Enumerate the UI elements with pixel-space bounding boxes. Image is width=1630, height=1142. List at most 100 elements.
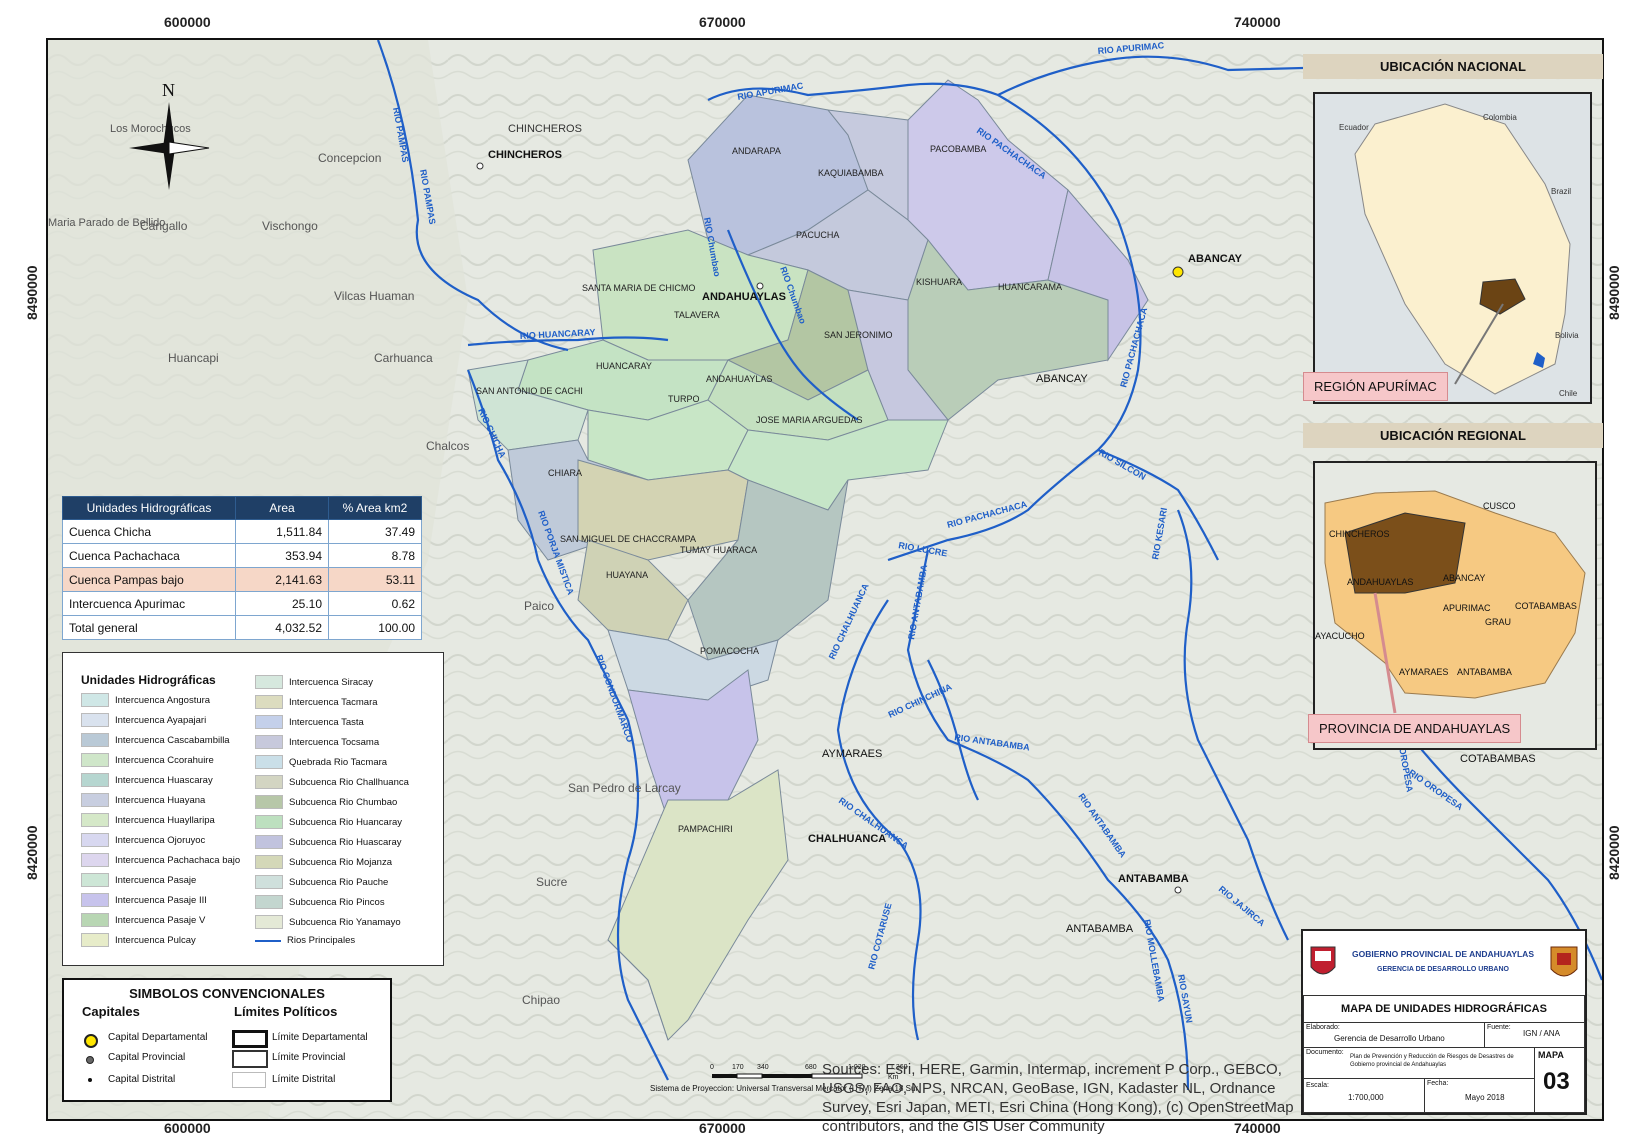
legend-item: Intercuenca Pachachaca bajo <box>81 853 240 867</box>
label-colombia: Colombia <box>1483 113 1517 122</box>
national-location-header: UBICACIÓN NACIONAL <box>1303 54 1603 79</box>
river-huancaray <box>467 336 669 347</box>
table-row: Cuenca Chicha 1,511.84 37.49 <box>62 519 422 544</box>
legend-item: Intercuenca Cascabambilla <box>81 733 230 747</box>
river-apurimac <box>707 55 1602 101</box>
coord-left-2: 8420000 <box>24 825 40 880</box>
coord-bottom-2: 670000 <box>699 1120 746 1136</box>
place-concepcion: Concepcion <box>318 151 381 165</box>
legend-swatch <box>81 913 109 927</box>
label-aymaraes-region: AYMARAES <box>1399 667 1448 677</box>
legend-swatch <box>255 875 283 889</box>
legend-label: Intercuenca Huascaray <box>115 774 213 786</box>
projection-note: Sistema de Proyeccion: Universal Transve… <box>650 1084 919 1093</box>
label-ayacucho: AYACUCHO <box>1315 631 1365 641</box>
unit-label-talavera: TALAVERA <box>674 310 720 320</box>
table-row: Total general 4,032.52 100.00 <box>62 615 422 640</box>
escala-label: Escala: <box>1306 1082 1329 1089</box>
legend-label: Intercuenca Ayapajari <box>115 714 207 726</box>
legend-label: Intercuenca Pasaje <box>115 874 197 886</box>
unit-label-kaquiabamba: KAQUIABAMBA <box>818 168 884 178</box>
label-chincheros: CHINCHEROS <box>1329 529 1390 539</box>
cell-name: Intercuenca Apurimac <box>62 591 236 616</box>
legend-swatch <box>81 753 109 767</box>
river-chinchina <box>927 659 979 801</box>
cell-area: 353.94 <box>235 543 329 568</box>
legend-label: Intercuenca Cascabambilla <box>115 734 230 746</box>
cell-area: 2,141.63 <box>235 567 329 592</box>
coord-bottom-3: 740000 <box>1234 1120 1281 1136</box>
river-antabamba-1 <box>906 549 1190 1091</box>
legend-label: Subcuenca Rio Mojanza <box>289 856 392 868</box>
legend-item: Intercuenca Tasta <box>255 715 364 729</box>
legend-label: Subcuenca Rio Pauche <box>289 876 389 888</box>
table-header-pct: % Area km2 <box>328 496 422 520</box>
label-ecuador: Ecuador <box>1339 123 1369 132</box>
legend-item: Subcuenca Rio Pauche <box>255 875 388 889</box>
place-san-pedro: San Pedro de Larcay <box>568 781 681 795</box>
legend-swatch <box>81 693 109 707</box>
table-header-unit: Unidades Hidrográficas <box>62 496 236 520</box>
place-cotabambas: COTABAMBAS <box>1460 753 1536 765</box>
unit-pampachin <box>627 669 759 821</box>
legend-swatch <box>81 873 109 887</box>
table-header-area: Area <box>235 496 329 520</box>
coord-right-2: 8420000 <box>1606 825 1622 880</box>
national-inset-map[interactable]: Colombia Ecuador Brazil Bolivia Chile <box>1313 92 1592 404</box>
cell-name: Cuenca Chicha <box>62 519 236 544</box>
place-maria-parado: Maria Parado de Bellido <box>48 217 165 229</box>
unit-label-kishuara: KISHUARA <box>916 277 962 287</box>
legend-item: Intercuenca Ccorahuire <box>81 753 214 767</box>
legend-swatch <box>255 755 283 769</box>
place-antabamba-cap: ANTABAMBA <box>1118 873 1189 885</box>
cell-pct: 0.62 <box>328 591 422 616</box>
unit-label-san-antonio: SAN ANTONIO DE CACHI <box>476 386 583 396</box>
cell-area: 4,032.52 <box>235 615 329 640</box>
mapa-cell: MAPA 03 <box>1534 1047 1585 1113</box>
unit-san-antonio <box>467 359 589 451</box>
place-vischongo: Vischongo <box>262 219 318 233</box>
capital-provincial-marker-3 <box>1174 886 1182 894</box>
legend-label: Subcuenca Rio Yanamayo <box>289 916 401 928</box>
legend-label: Subcuenca Rio Challhuanca <box>289 776 409 788</box>
river-chalhuanca <box>836 599 922 1041</box>
legend-swatch <box>81 773 109 787</box>
capital-provincial-marker <box>756 282 764 290</box>
legend-item: Subcuenca Rio Huancaray <box>255 815 402 829</box>
scale-tick-4: 1,020 <box>848 1064 866 1071</box>
legend-swatch <box>255 855 283 869</box>
legend-label: Intercuenca Pachachaca bajo <box>115 854 241 866</box>
legend-item: Subcuenca Rio Challhuanca <box>255 775 409 789</box>
legend-item: Intercuenca Pulcay <box>81 933 196 947</box>
river-porja <box>536 559 629 721</box>
limite-departamental-icon <box>232 1030 268 1048</box>
apurimac-map: CUSCO CHINCHEROS ANDAHUAYLAS ABANCAY APU… <box>1315 463 1595 748</box>
unit-label-andarapa: ANDARAPA <box>732 146 781 156</box>
compass-icon <box>129 102 210 190</box>
place-chipao: Chipao <box>522 993 560 1007</box>
north-letter: N <box>162 80 175 100</box>
legend-item: Intercuenca Siracay <box>255 675 373 689</box>
legend-item: Intercuenca Ayapajari <box>81 713 206 727</box>
place-abancay: ABANCAY <box>1036 373 1088 385</box>
fecha-label: Fecha: <box>1427 1080 1449 1087</box>
river-oropesa <box>1397 719 1602 981</box>
peru-coat-of-arms-icon <box>1309 945 1337 981</box>
coord-top-3: 740000 <box>1234 14 1281 30</box>
legend-label: Rios Principales <box>287 935 356 946</box>
legend-label: Intercuenca Ccorahuire <box>115 754 214 766</box>
legend-label: Subcuenca Rio Pincos <box>289 896 385 908</box>
table-row: Cuenca Pampas bajo 2,141.63 53.11 <box>62 567 422 592</box>
legend-label: Intercuenca Tacmara <box>289 696 378 708</box>
limite-departamental-label: Límite Departamental <box>272 1032 368 1043</box>
legend-swatch <box>255 915 283 929</box>
place-antabamba: ANTABAMBA <box>1066 923 1134 935</box>
map-title: MAPA DE UNIDADES HIDROGRÁFICAS <box>1303 995 1585 1023</box>
label-cotabambas-region: COTABAMBAS <box>1515 601 1577 611</box>
label-bolivia: Bolivia <box>1555 331 1579 340</box>
legend-label: Quebrada Rio Tacmara <box>289 756 388 768</box>
legend-item: Subcuenca Rio Yanamayo <box>255 915 401 929</box>
fecha-cell: Fecha: Mayo 2018 <box>1424 1078 1535 1113</box>
symbols-title: SIMBOLOS CONVENCIONALES <box>129 986 325 1001</box>
regional-inset-map[interactable]: CUSCO CHINCHEROS ANDAHUAYLAS ABANCAY APU… <box>1313 461 1597 750</box>
